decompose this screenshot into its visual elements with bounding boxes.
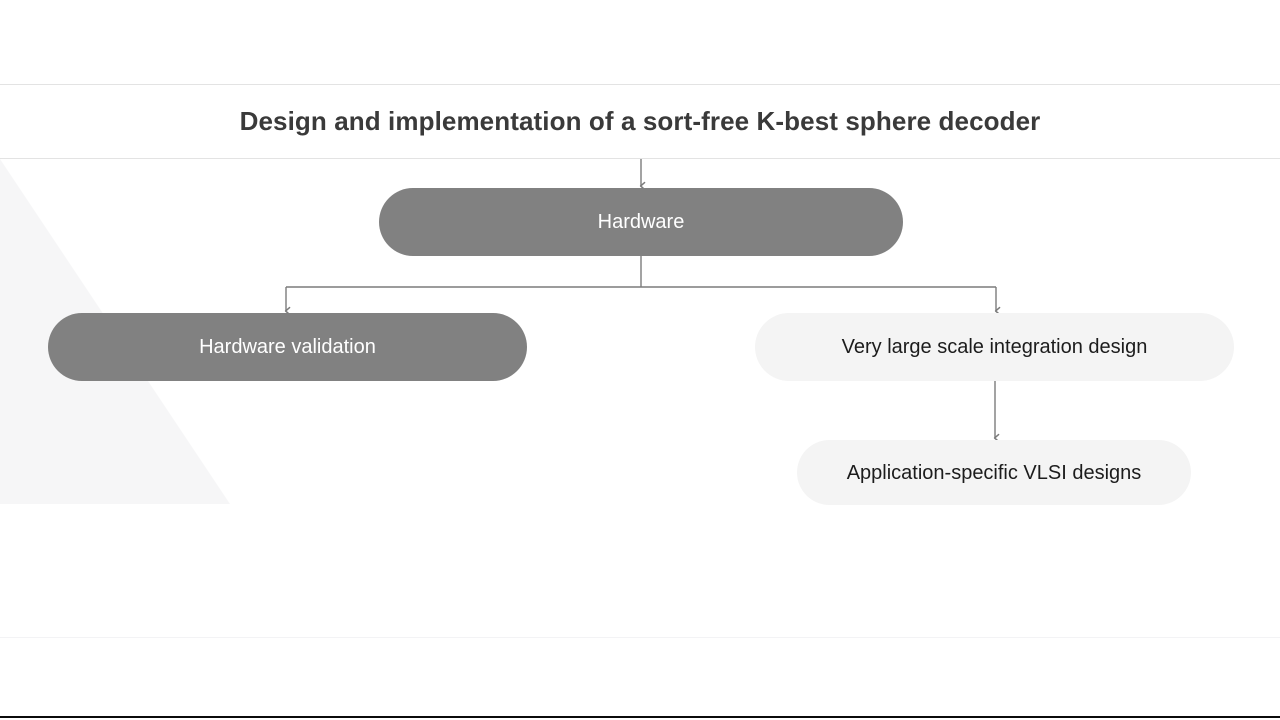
bottom-edge-rule [0, 716, 1280, 718]
divider-above-title [0, 84, 1280, 85]
diagram-node-hardware[interactable]: Hardware [379, 188, 903, 256]
diagram-node-asic-designs-label: Application-specific VLSI designs [846, 461, 1142, 484]
divider-below-title [0, 158, 1280, 159]
top-blank-band [0, 0, 1280, 84]
diagram-node-hardware-validation[interactable]: Hardware validation [48, 313, 527, 381]
diagram-node-hardware-validation-label: Hardware validation [199, 336, 376, 358]
page-title: Design and implementation of a sort-free… [239, 106, 1041, 136]
diagram-node-vlsi-design-label: Very large scale integration design [841, 336, 1148, 358]
diagram-node-asic-designs[interactable]: Application-specific VLSI designs [797, 440, 1191, 505]
diagram-node-hardware-label: Hardware [597, 211, 685, 233]
divider-lower-faint [0, 637, 1280, 638]
diagram-node-vlsi-design[interactable]: Very large scale integration design [755, 313, 1234, 381]
title-band: Design and implementation of a sort-free… [0, 85, 1280, 158]
